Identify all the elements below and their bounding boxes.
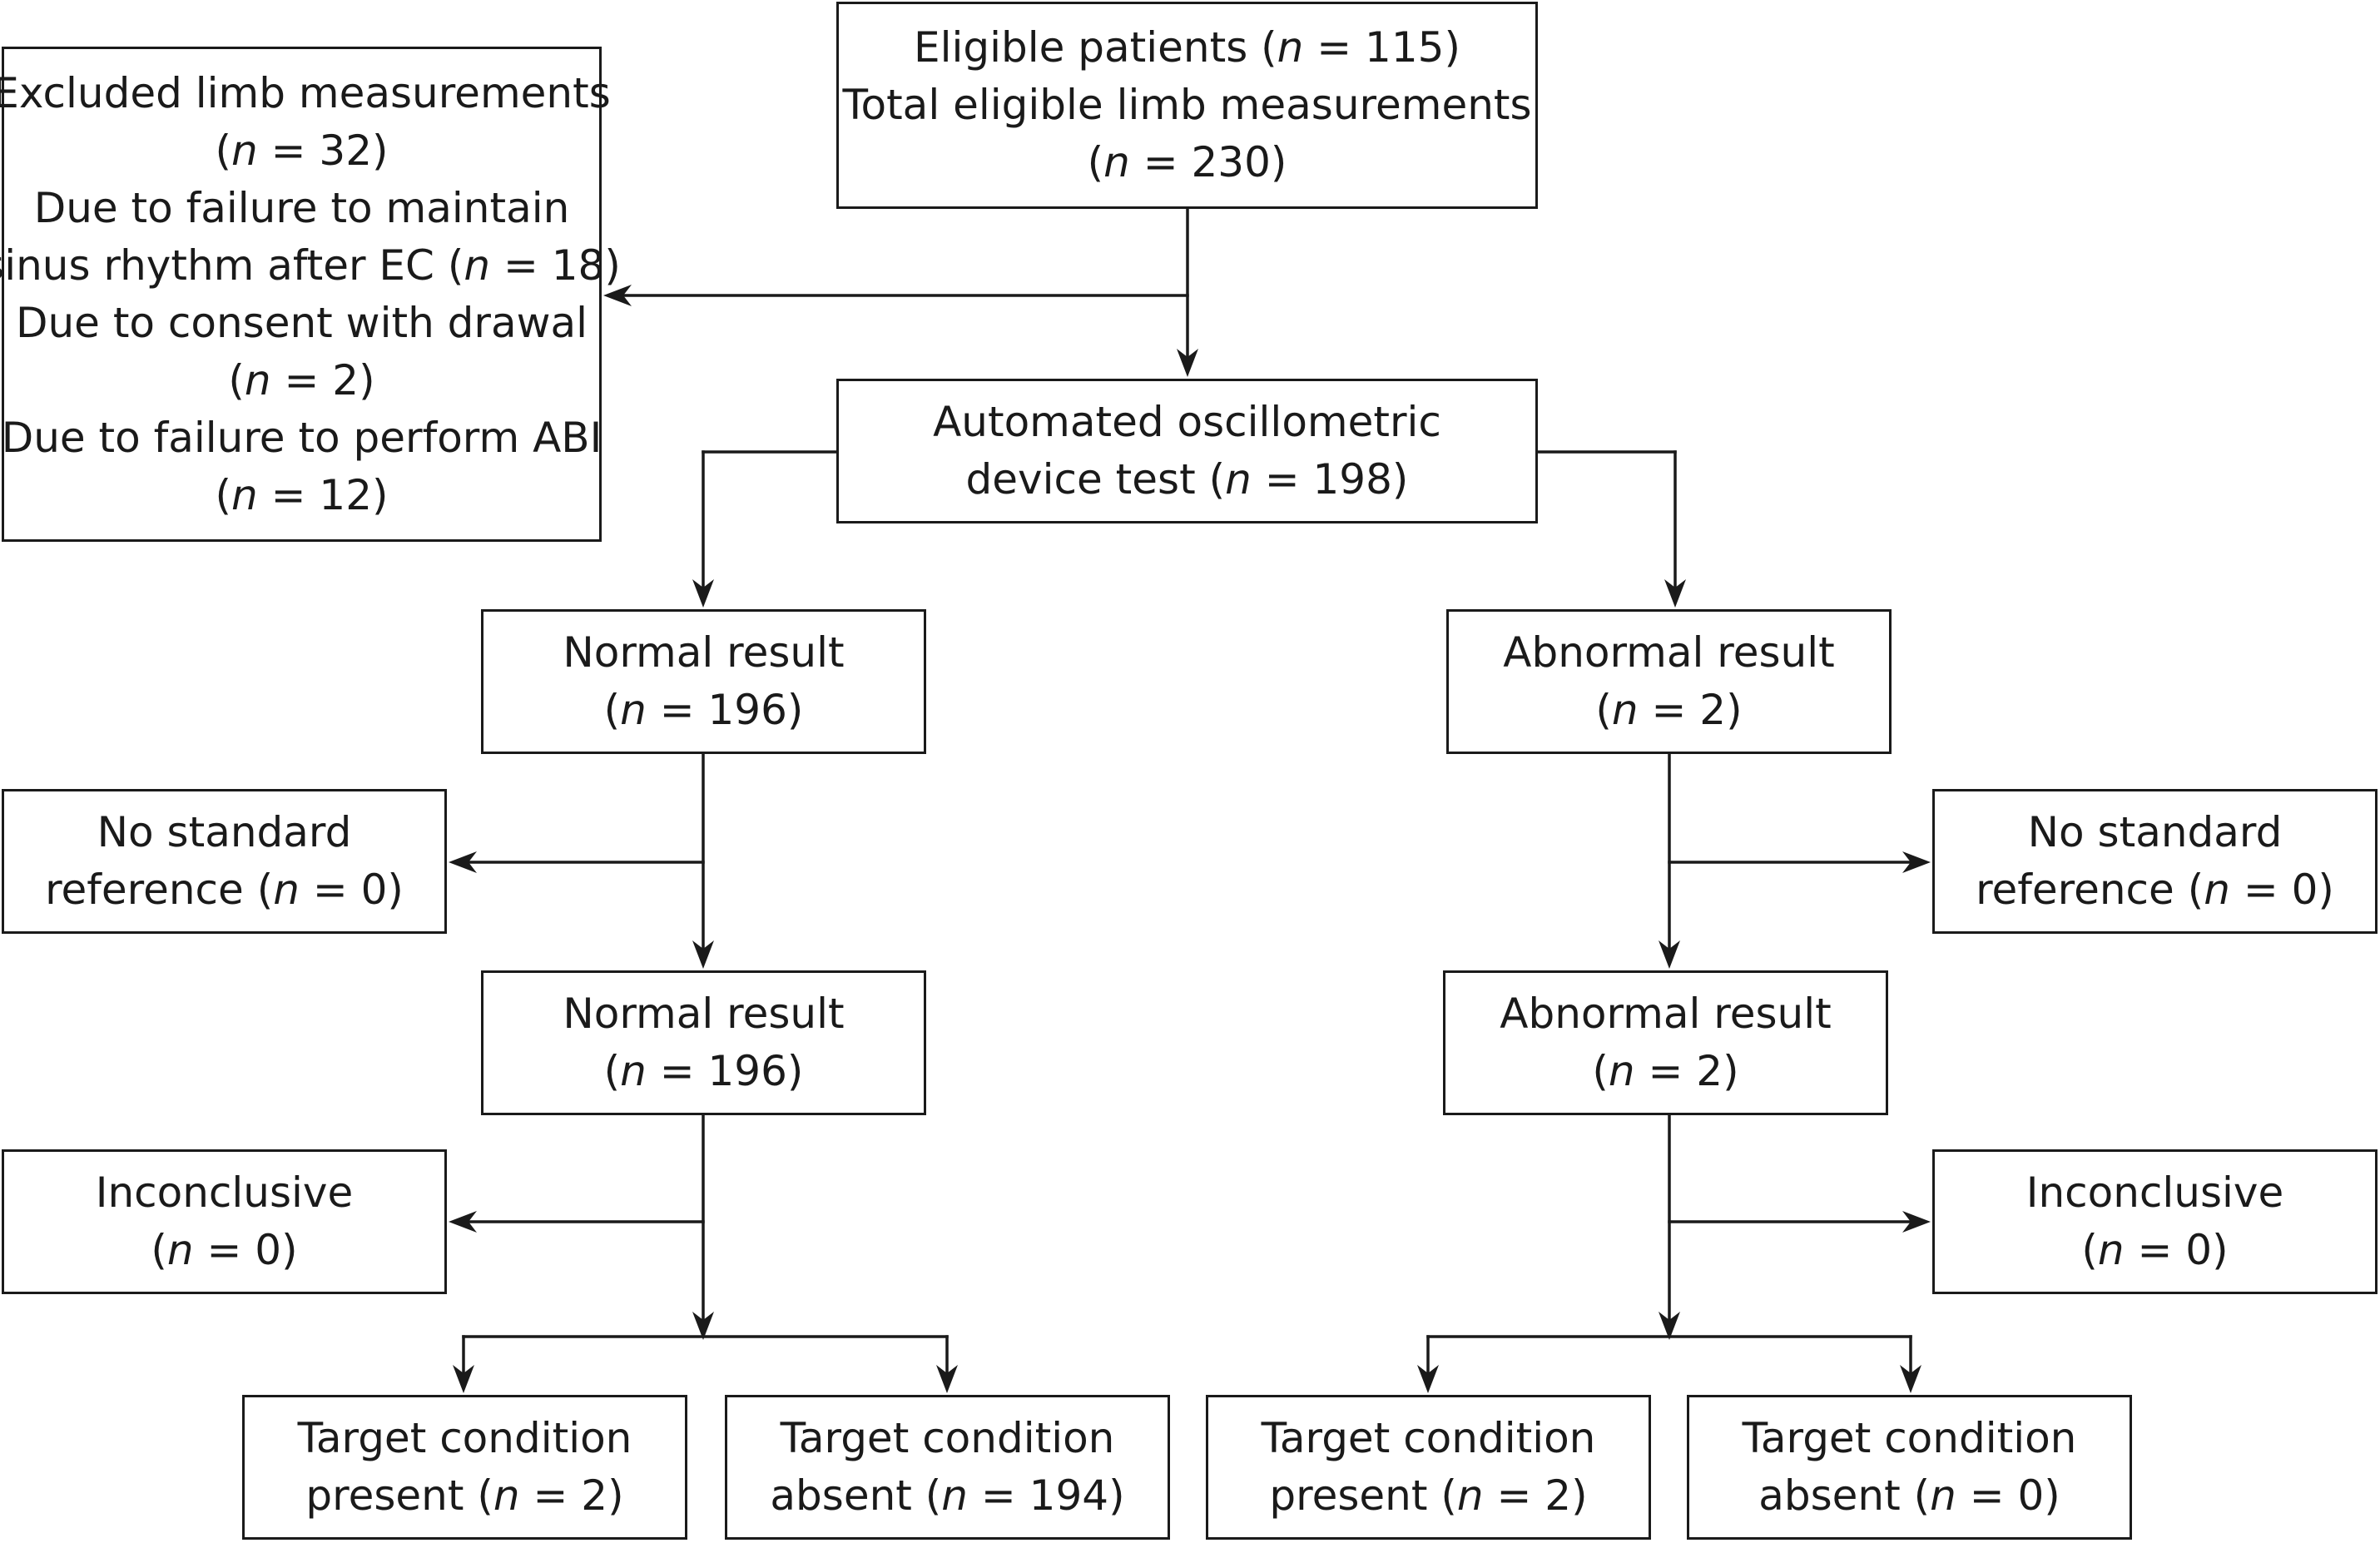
node-text-line: Due to consent with drawal xyxy=(15,298,588,347)
node-text-line: Automated oscillometric xyxy=(933,398,1441,446)
connector-arrowhead xyxy=(1900,1365,1921,1393)
node-text-line: (n = 2) xyxy=(228,355,375,404)
node-text-line: reference (n = 0) xyxy=(45,866,404,914)
connector-arrowhead xyxy=(692,940,714,969)
normal-result-box-upper: Normal result (n = 196) xyxy=(481,609,926,754)
node-text-line: absent (n = 194) xyxy=(770,1471,1125,1520)
node-text-line: Excluded limb measurements xyxy=(0,68,611,117)
node-text-line: (n = 230) xyxy=(1087,138,1287,186)
node-text-line: present (n = 2) xyxy=(1269,1471,1588,1520)
node-text-line: reference (n = 0) xyxy=(1976,866,2334,914)
node-text-line: Target condition xyxy=(1742,1414,2077,1462)
node-text-line: (n = 196) xyxy=(603,686,804,734)
abnormal-result-box-lower: Abnormal result (n = 2) xyxy=(1443,970,1888,1115)
node-text-line: (n = 12) xyxy=(215,470,389,519)
inconclusive-box-left: Inconclusive (n = 0) xyxy=(2,1149,447,1294)
excluded-measurements-box: Excluded limb measurements (n = 32) Due to… xyxy=(0,47,621,542)
node-text-line: Normal result xyxy=(563,990,845,1038)
node-text-line: (n = 196) xyxy=(603,1047,804,1095)
connector-arrowhead xyxy=(1664,579,1686,608)
connector-arrowhead xyxy=(692,579,714,608)
target-absent-box-right: Target condition absent (n = 0) xyxy=(1687,1395,2132,1540)
connector-arrowhead xyxy=(603,285,632,306)
node-text-line: (n = 2) xyxy=(1592,1047,1739,1095)
node-text-line: Normal result xyxy=(563,628,845,677)
node-text-line: No standard xyxy=(2027,808,2283,856)
connector-arrowhead xyxy=(453,1365,474,1393)
node-text-line: (n = 32) xyxy=(215,126,389,175)
connector-arrowhead xyxy=(936,1365,958,1393)
eligible-patients-box: Eligible patients (n = 115) Total eligibl… xyxy=(836,2,1538,209)
node-text-line: Target condition xyxy=(780,1414,1115,1462)
no-standard-reference-box-left: No standard reference (n = 0) xyxy=(2,789,447,934)
node-text-line: sinus rhythm after EC (n = 18) xyxy=(0,241,621,290)
connector-arrowhead xyxy=(449,851,477,873)
node-text-line: Target condition xyxy=(1261,1414,1596,1462)
target-present-box-right: Target condition present (n = 2) xyxy=(1206,1395,1651,1540)
node-text-line: Abnormal result xyxy=(1503,628,1835,677)
connector-arrowhead xyxy=(692,1312,714,1340)
normal-result-box-lower: Normal result (n = 196) xyxy=(481,970,926,1115)
abnormal-result-box-upper: Abnormal result (n = 2) xyxy=(1446,609,1892,754)
node-text-line: device test (n = 198) xyxy=(965,455,1409,504)
node-text-line: Eligible patients (n = 115) xyxy=(914,23,1460,72)
oscillometric-test-box: Automated oscillometric device test (n = … xyxy=(836,379,1538,523)
connector-arrowhead xyxy=(1902,851,1931,873)
connector-arrowhead xyxy=(449,1211,477,1233)
node-text-line: Due to failure to perform ABI xyxy=(1,413,602,462)
node-text-line: No standard xyxy=(97,808,352,856)
connector-arrowhead xyxy=(1659,1312,1680,1340)
node-text-line: (n = 0) xyxy=(151,1226,298,1274)
node-text-line: Abnormal result xyxy=(1500,990,1832,1038)
node-text-line: Target condition xyxy=(297,1414,632,1462)
node-text-line: present (n = 2) xyxy=(305,1471,624,1520)
node-text-line: (n = 2) xyxy=(1595,686,1743,734)
connector-arrowhead xyxy=(1659,940,1680,969)
node-text-line: (n = 0) xyxy=(2081,1226,2229,1274)
no-standard-reference-box-right: No standard reference (n = 0) xyxy=(1932,789,2378,934)
node-text-line: Due to failure to maintain xyxy=(33,183,570,232)
target-absent-box-left: Target condition absent (n = 194) xyxy=(725,1395,1170,1540)
inconclusive-box-right: Inconclusive (n = 0) xyxy=(1932,1149,2378,1294)
connector-arrowhead xyxy=(1902,1211,1931,1233)
connector-arrowhead xyxy=(1177,349,1198,377)
node-text-line: Total eligible limb measurements xyxy=(842,81,1532,129)
node-text-line: Inconclusive xyxy=(2025,1168,2284,1217)
target-present-box-left: Target condition present (n = 2) xyxy=(242,1395,687,1540)
connector-arrowhead xyxy=(1417,1365,1439,1393)
node-text-line: absent (n = 0) xyxy=(1758,1471,2060,1520)
node-text-line: Inconclusive xyxy=(95,1168,354,1217)
